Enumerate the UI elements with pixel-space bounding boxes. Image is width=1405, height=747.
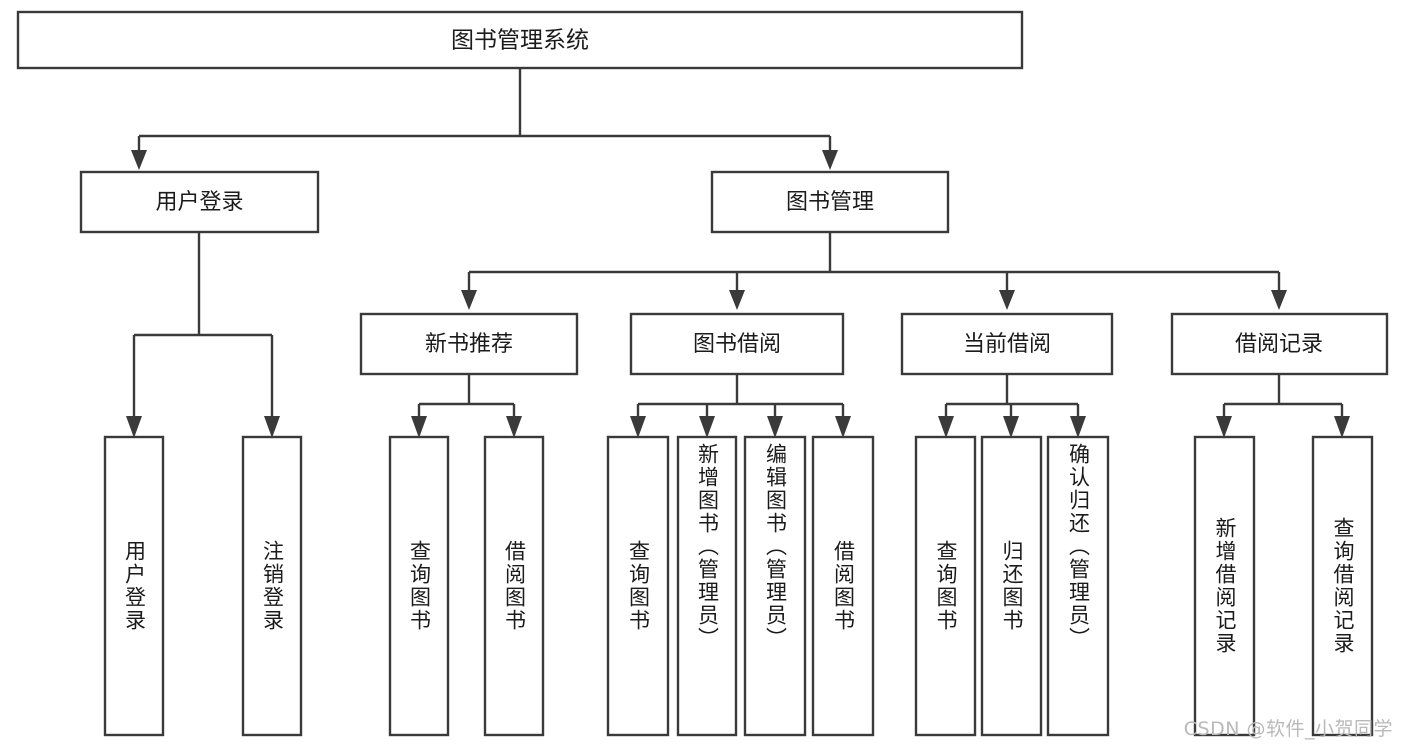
arrow-head-leaf-borrow-book-nb — [506, 416, 522, 438]
connector-group-book-borrow-leaves — [630, 374, 851, 438]
node-box-current-borrow[interactable] — [900, 312, 1114, 376]
arrow-head-leaf-add-record — [1216, 416, 1232, 438]
node-label-user-login: 用户登录 — [155, 190, 243, 215]
leaf-box-confirm-return[interactable] — [1046, 435, 1110, 737]
leaf-box-query-book-bookborrow[interactable] — [606, 435, 670, 737]
arrow-head-new-book — [461, 290, 477, 310]
node-borrow-record[interactable]: 借阅记录 — [1170, 312, 1389, 376]
node-current-borrow[interactable]: 当前借阅 — [900, 312, 1114, 376]
leaf-box-add-borrow-record[interactable] — [1193, 435, 1256, 737]
arrow-head-leaf-user-login — [126, 416, 142, 438]
watermark-text: CSDN @软件_小贺同学 — [1183, 718, 1393, 740]
node-label-borrow-record: 借阅记录 — [1235, 332, 1323, 357]
connector-group-user-login-leaves — [126, 232, 280, 438]
node-box-root-system[interactable] — [16, 10, 1024, 70]
leaf-box-add-book[interactable] — [676, 435, 738, 737]
leaf-box-user-login[interactable] — [103, 435, 165, 737]
node-label-book-management: 图书管理 — [786, 190, 874, 215]
leaf-box-query-book-newbook[interactable] — [388, 435, 450, 737]
leaf-box-borrow-book-newbook[interactable] — [483, 435, 545, 737]
leaf-box-borrow-book-bookborrow[interactable] — [811, 435, 875, 737]
node-user-login[interactable]: 用户登录 — [79, 170, 320, 234]
node-label-new-book-recommend: 新书推荐 — [425, 332, 513, 357]
arrow-head-leaf-borrow-book-bb — [835, 416, 851, 438]
leaf-box-query-book-currentborrow[interactable] — [914, 435, 977, 737]
arrow-head-user-login — [131, 150, 147, 170]
arrow-head-leaf-logout — [264, 416, 280, 438]
connector-group-current-borrow-leaves — [938, 374, 1086, 438]
node-label-current-borrow: 当前借阅 — [963, 332, 1051, 357]
node-box-borrow-record[interactable] — [1170, 312, 1389, 376]
node-box-user-login[interactable] — [79, 170, 320, 234]
arrow-head-leaf-query-book-nb — [411, 416, 427, 438]
arrow-head-leaf-edit-book — [767, 416, 783, 438]
leaf-box-edit-book[interactable] — [743, 435, 807, 737]
node-label-root-system: 图书管理系统 — [451, 28, 589, 54]
connector-group-root — [131, 68, 838, 170]
connector-group-borrow-record-leaves — [1216, 374, 1350, 438]
arrow-head-leaf-return-book — [1003, 416, 1019, 438]
arrow-head-book-mgmt — [822, 150, 838, 170]
arrow-head-borrow-record — [1271, 290, 1287, 310]
leaf-box-query-borrow-record[interactable] — [1311, 435, 1374, 737]
leaf-box-return-book[interactable] — [980, 435, 1043, 737]
node-book-management[interactable]: 图书管理 — [710, 170, 950, 234]
leaf-box-logout[interactable] — [241, 435, 303, 737]
node-box-new-book-recommend[interactable] — [359, 312, 579, 376]
node-label-book-borrow: 图书借阅 — [693, 332, 781, 357]
arrow-head-leaf-query-book-cb — [938, 416, 954, 438]
node-book-borrow[interactable]: 图书借阅 — [629, 312, 845, 376]
arrow-head-leaf-query-record — [1334, 416, 1350, 438]
arrow-head-leaf-add-book — [699, 416, 715, 438]
connector-group-book-management — [461, 232, 1287, 310]
connector-group-new-book-leaves — [411, 374, 522, 438]
node-box-book-borrow[interactable] — [629, 312, 845, 376]
arrow-head-book-borrow — [729, 290, 745, 310]
arrow-head-leaf-query-book-bb — [630, 416, 646, 438]
arrow-head-current-borrow — [999, 290, 1015, 310]
node-new-book-recommend[interactable]: 新书推荐 — [359, 312, 579, 376]
arrow-head-leaf-confirm-return — [1070, 416, 1086, 438]
node-root-system[interactable]: 图书管理系统 — [16, 10, 1024, 70]
